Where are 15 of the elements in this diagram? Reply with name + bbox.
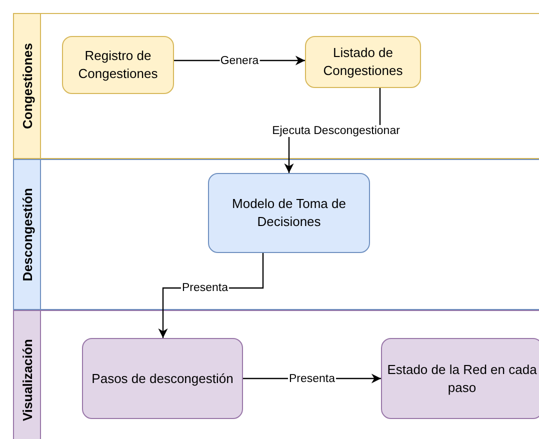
process-box: Listado de Congestiones xyxy=(305,36,421,88)
edge-label: Ejecuta Descongestionar xyxy=(271,125,401,137)
process-box: Registro de Congestiones xyxy=(62,36,174,94)
edge-label: Genera xyxy=(219,54,260,66)
lane-title: Descongestión xyxy=(20,188,34,282)
edge-label: Presenta xyxy=(180,282,230,294)
edge-label: Presenta xyxy=(288,372,336,384)
process-box: Estado de la Red en cada paso xyxy=(381,338,539,419)
lane-title: Congestiones xyxy=(20,43,34,129)
process-box: Modelo de Toma de Decisiones xyxy=(208,173,370,253)
swimlane xyxy=(13,310,539,439)
swimlane xyxy=(13,13,539,159)
lane-title: Visualización xyxy=(20,338,34,422)
process-box: Pasos de descongestión xyxy=(82,338,243,419)
swimlane xyxy=(13,159,539,310)
